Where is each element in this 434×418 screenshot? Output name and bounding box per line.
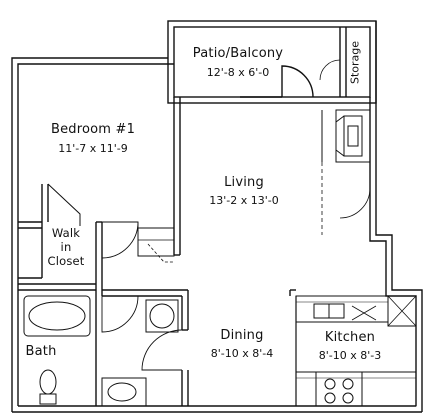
bedroom-door — [101, 221, 139, 259]
closet-line3: Closet — [47, 254, 85, 268]
bath-name: Bath — [25, 344, 57, 359]
vanity — [101, 377, 147, 407]
dining-name: Dining — [220, 328, 264, 343]
patio-dims: 12'-8 x 6'-0 — [206, 66, 270, 79]
bathtub — [23, 295, 91, 337]
water-heater — [137, 227, 175, 257]
bedroom-dims: 11'-7 x 11'-9 — [58, 142, 128, 155]
fireplace — [321, 109, 371, 163]
patio-door — [281, 65, 314, 98]
laundry — [145, 299, 179, 333]
living-dims: 13'-2 x 13'-0 — [209, 194, 279, 207]
toilet — [39, 393, 57, 405]
bedroom-name: Bedroom #1 — [50, 122, 136, 137]
closet-line2: in — [60, 240, 72, 254]
dining-dims: 8'-10 x 8'-4 — [210, 347, 274, 360]
closet-line1: Walk — [51, 226, 81, 240]
bath-door — [101, 295, 139, 333]
bath-walls — [95, 289, 189, 406]
closet-door — [47, 183, 81, 226]
kitchen-dims: 8'-10 x 8'-3 — [318, 349, 382, 362]
storage-name: Storage — [348, 40, 362, 85]
kitchen-name: Kitchen — [324, 330, 376, 345]
living-name: Living — [224, 175, 264, 190]
bedroom-living-wall — [173, 97, 181, 256]
closet-walls — [18, 184, 103, 296]
patio-name: Patio/Balcony — [192, 46, 284, 61]
